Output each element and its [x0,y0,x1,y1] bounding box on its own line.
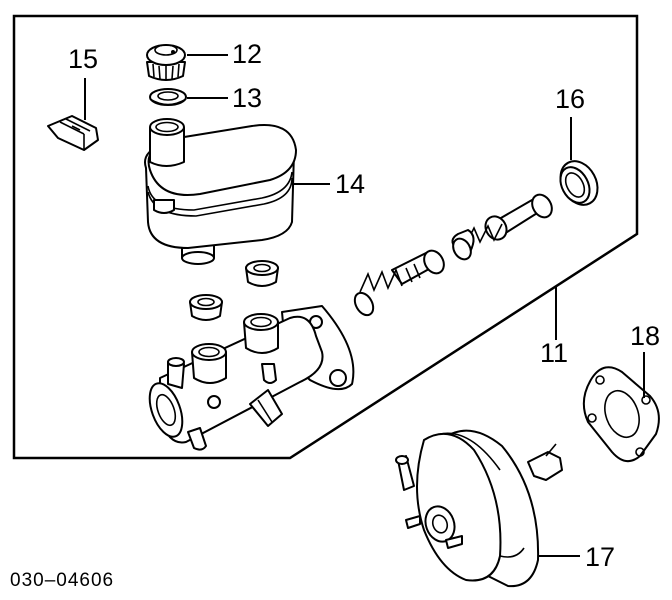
callout-15: 15 [68,44,98,74]
callout-12: 12 [232,39,262,69]
assembly-outline [12,14,639,460]
level-sensor-connector [47,115,99,151]
callout-16: 16 [555,84,585,114]
cylinder-seal-ring [559,160,599,206]
brake-booster [395,429,563,588]
callout-14: 14 [335,169,365,199]
secondary-piston-assembly [353,249,445,317]
reservoir-seal [149,88,187,106]
booster-gasket [582,366,660,463]
reservoir-cap [146,44,186,81]
callout-18: 18 [630,321,660,351]
reservoir-grommet [189,294,223,321]
primary-piston-assembly [451,193,553,261]
callout-13: 13 [232,83,262,113]
callout-11: 11 [540,338,568,368]
reservoir-grommet [245,260,279,287]
diagram-code: 030–04606 [10,570,114,591]
fluid-reservoir [144,118,297,265]
master-cylinder-body [148,305,355,451]
callout-17: 17 [585,542,615,572]
